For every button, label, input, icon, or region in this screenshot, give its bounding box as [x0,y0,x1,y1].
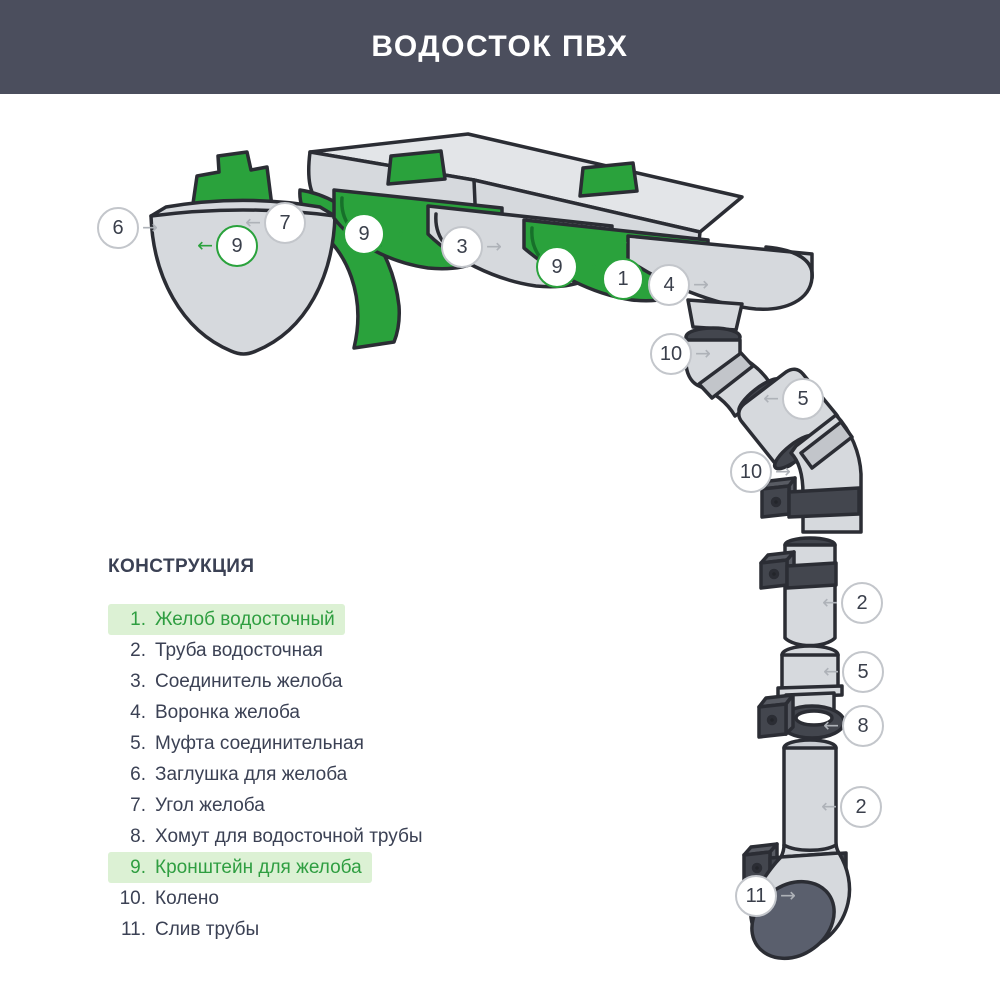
callout-number: 1 [602,258,644,300]
legend-item-label: Угол желоба [155,795,265,816]
callout-arrow-icon: → [775,460,791,483]
callout-arrow-icon: ← [823,714,839,737]
funnel-spout [686,298,744,332]
legend-item-8: 8. Хомут для водосточной трубы [108,821,433,852]
page-title: ВОДОСТОК ПВХ [371,30,629,63]
callout-number: 4 [648,264,690,306]
legend-item-2: 2. Труба водосточная [108,635,333,666]
callout-arrow-icon: → [695,342,711,365]
legend-item-4: 4. Воронка желоба [108,697,310,728]
callout-2: ←2 [822,582,883,624]
legend-item-number: 2. [130,640,146,661]
legend-item-6: 6. Заглушка для желоба [108,759,357,790]
callout-number: 8 [842,705,884,747]
legend-item-7: 7. Угол желоба [108,790,275,821]
legend-item-number: 11. [120,919,146,940]
callout-number: 9 [343,213,385,255]
legend-item-label: Желоб водосточный [155,609,335,630]
legend-item-5: 5. Муфта соединительная [108,728,374,759]
callout-7: ←7 [245,202,306,244]
gutter-bracket-tab-2 [578,161,639,198]
callout-number: 9 [536,246,578,288]
callout-3: →3 [441,226,502,268]
legend-item-number: 9. [130,857,146,878]
callout-2: ←2 [821,786,882,828]
callout-1: ↑1 [602,238,644,300]
legend-item-number: 6. [130,764,146,785]
callout-number: 9 [216,225,258,267]
callout-8: ←8 [823,705,884,747]
legend-item-label: Труба водосточная [155,640,323,661]
callout-arrow-icon: → [780,884,796,907]
callout-number: 11 [735,875,777,917]
legend-item-9: 9. Кронштейн для желоба [108,852,372,883]
callout-arrow-icon: ↑ [615,236,631,258]
callout-9: →9 [343,213,404,255]
legend-item-label: Воронка желоба [155,702,300,723]
callout-number: 7 [264,202,306,244]
callout-number: 10 [650,333,692,375]
callout-11: →11 [735,875,796,917]
legend-item-number: 4. [130,702,146,723]
callout-arrow-icon: ← [823,660,839,683]
legend-item-10: 10. Колено [108,883,229,914]
callout-number: 5 [782,378,824,420]
legend-item-label: Заглушка для желоба [155,764,348,785]
callout-5: ←5 [823,651,884,693]
legend-item-number: 1. [130,609,146,630]
callout-6: →6 [97,207,158,249]
callout-9: ←9 [197,225,258,267]
callout-arrow-icon: ← [821,795,837,818]
legend-item-3: 3. Соединитель желоба [108,666,352,697]
callout-number: 2 [840,786,882,828]
legend-list: 1.Желоб водосточный 2.Труба водосточная … [108,604,548,945]
legend: КОНСТРУКЦИЯ 1. Желоб водосточный 2. Труба … [108,556,548,945]
callout-number: 3 [441,226,483,268]
legend-item-label: Соединитель желоба [155,671,343,692]
callout-4: →4 [648,264,709,306]
callout-arrow-icon: → [486,235,502,258]
legend-item-label: Кронштейн для желоба [155,857,362,878]
header-bar: ВОДОСТОК ПВХ [0,0,1000,94]
legend-item-number: 7. [130,795,146,816]
legend-item-number: 8. [130,826,146,847]
legend-item-number: 3. [130,671,146,692]
gutter-bracket-tab [386,149,447,186]
callout-arrow-icon: → [581,255,597,278]
callout-arrow-icon: → [142,216,158,239]
callout-arrow-icon: ← [197,234,213,257]
callout-number: 2 [841,582,883,624]
callout-number: 5 [842,651,884,693]
legend-item-number: 5. [130,733,146,754]
callout-arrow-icon: ← [763,387,779,410]
legend-item-1: 1. Желоб водосточный [108,604,345,635]
callout-arrow-icon: → [388,222,404,245]
callout-number: 6 [97,207,139,249]
legend-item-label: Слив трубы [155,919,260,940]
legend-item-label: Колено [155,888,219,909]
callout-10: →10 [650,333,711,375]
legend-item-11: 11. Слив трубы [108,914,269,945]
callout-arrow-icon: ← [822,591,838,614]
callout-5: ←5 [763,378,824,420]
legend-title: КОНСТРУКЦИЯ [108,556,255,577]
legend-item-label: Хомут для водосточной трубы [155,826,423,847]
callout-arrow-icon: ← [245,211,261,234]
callout-9: →9 [536,246,597,288]
callout-number: 10 [730,451,772,493]
callout-arrow-icon: → [693,273,709,296]
legend-item-number: 10. [119,888,146,909]
legend-item-label: Муфта соединительная [155,733,364,754]
callout-10: →10 [730,451,791,493]
